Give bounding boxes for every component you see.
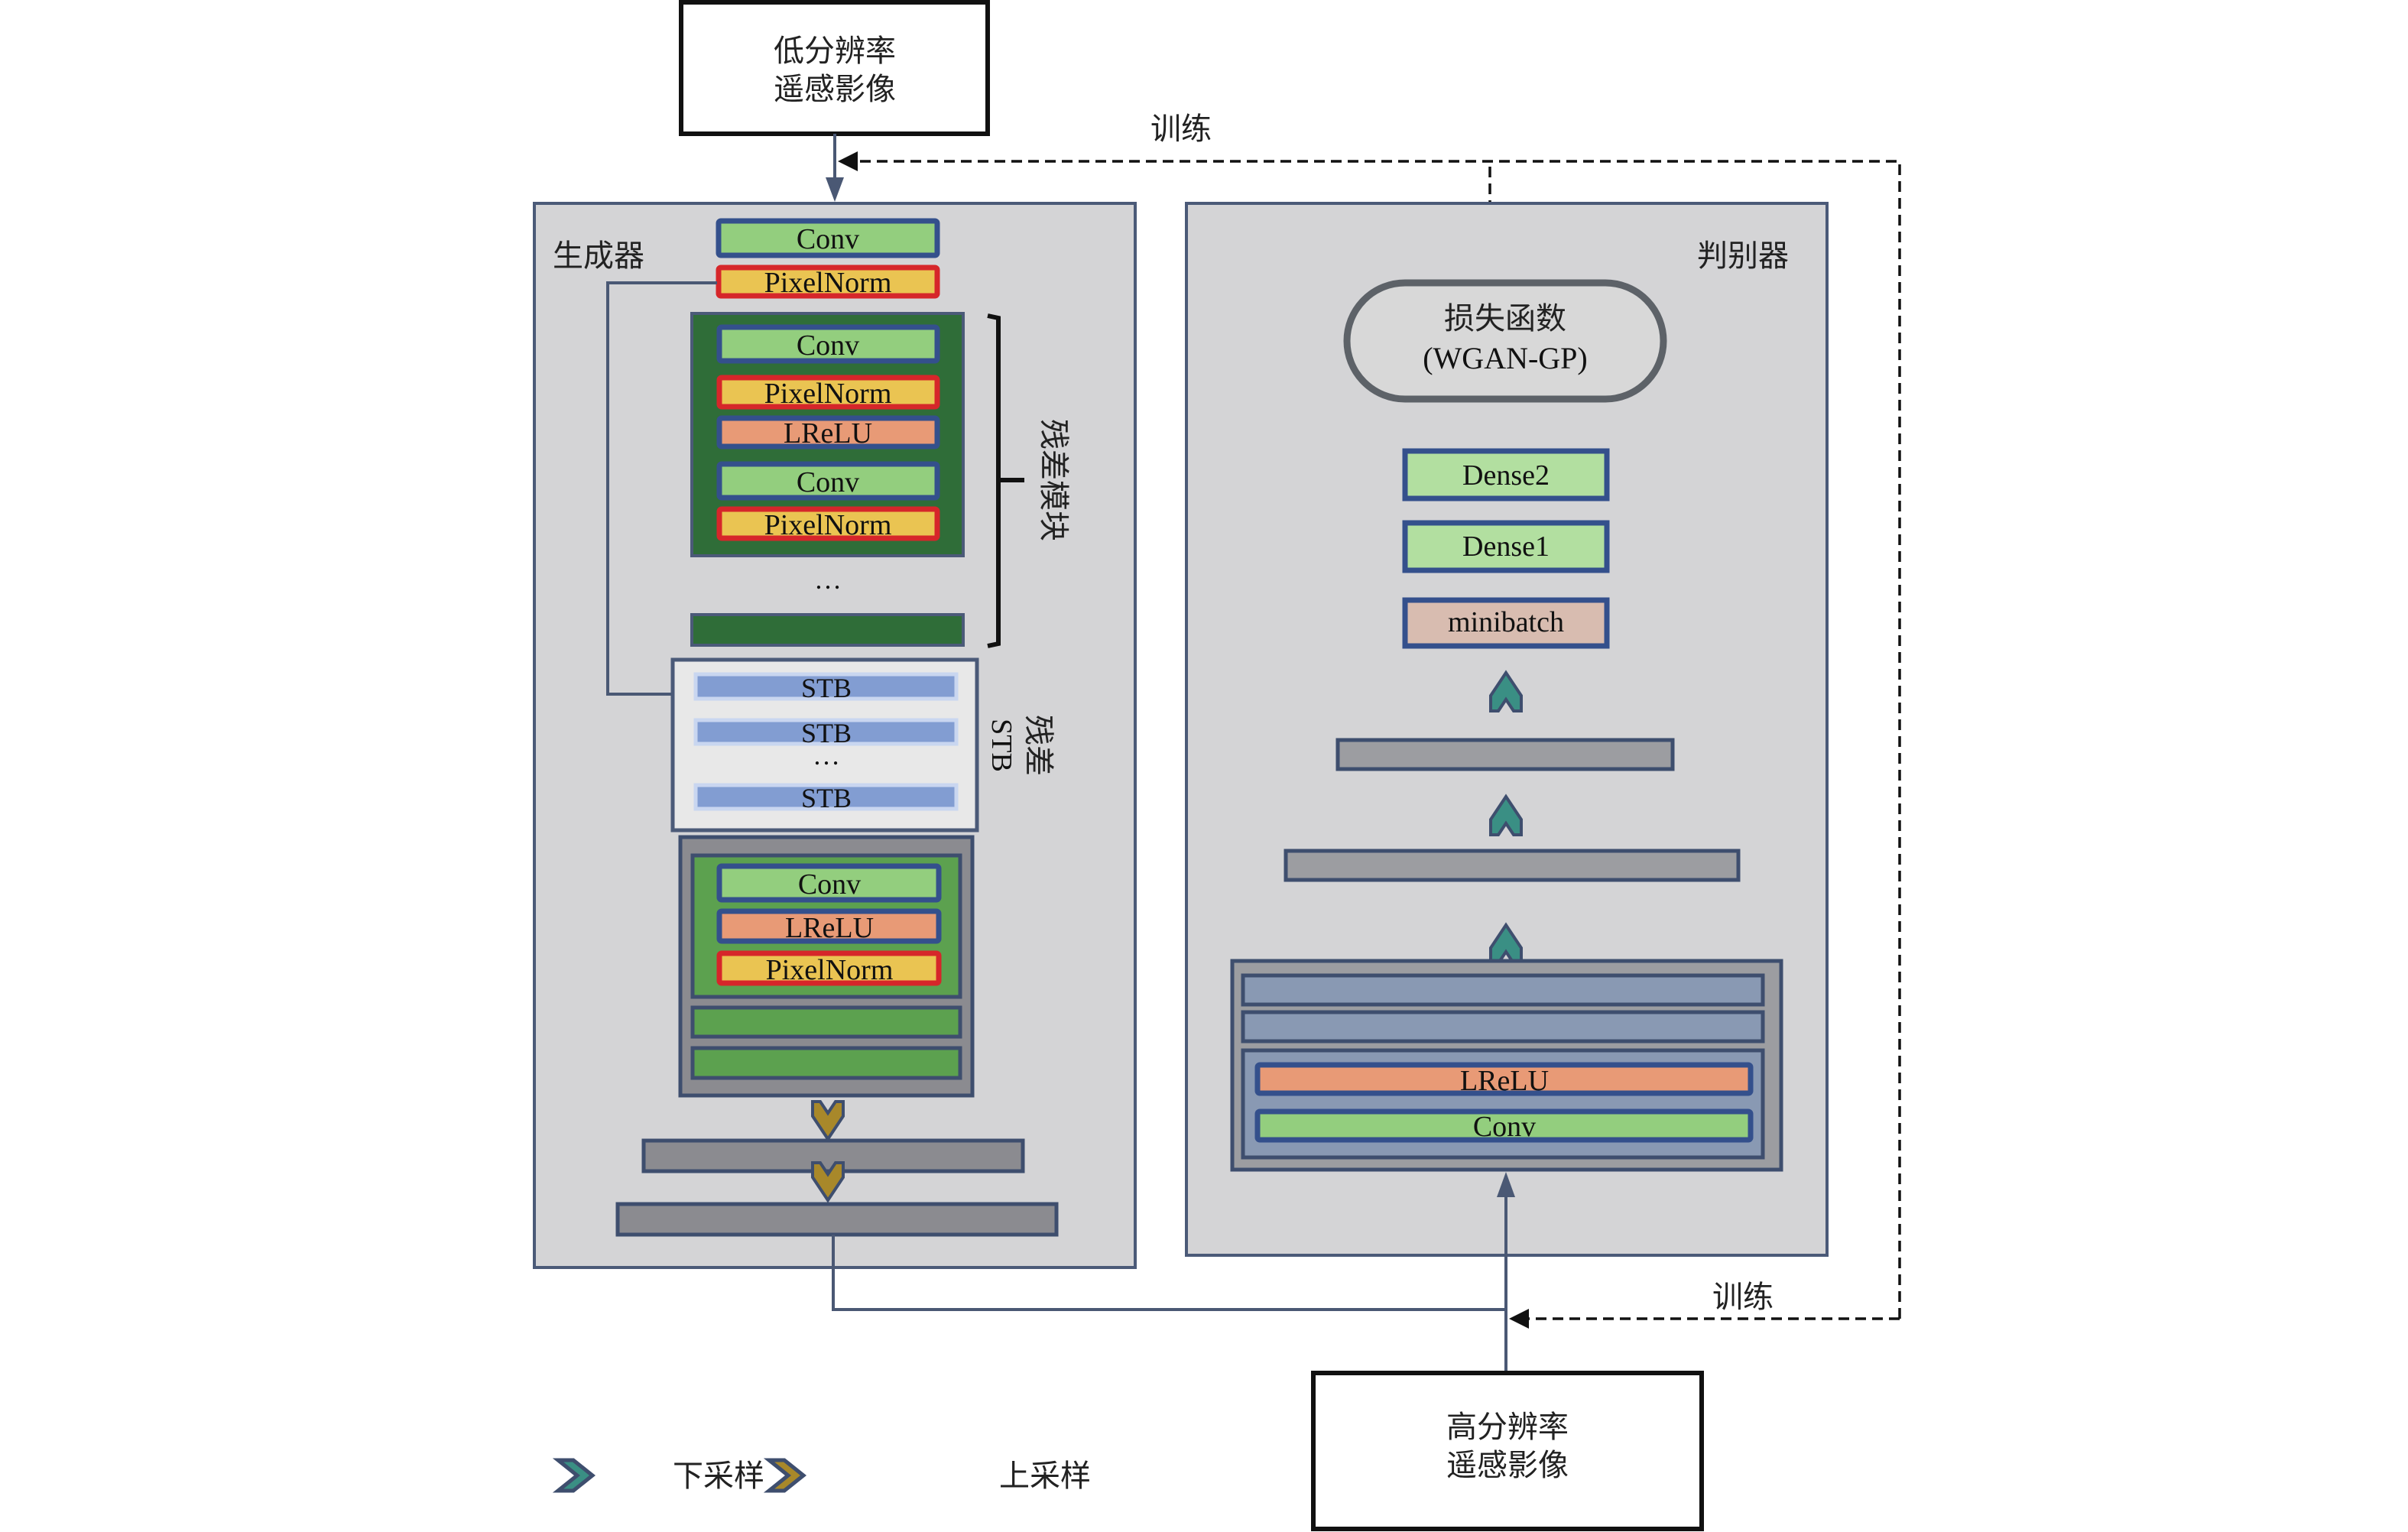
stb-block-3: STB [693,783,959,813]
layer-label: PixelNorm [766,954,894,986]
tail-conv-layer: Conv [716,863,942,903]
high-res-label-line2: 遥感影像 [1446,1448,1569,1483]
discriminator-lrelu-layer: LReLU [1254,1062,1754,1097]
upsample-chevron-icon [763,1458,807,1493]
high-res-label-line1: 高分辨率 [1446,1410,1569,1445]
generator-upsample-bar-2 [615,1202,1059,1237]
layer-label: STB [801,783,852,813]
arrow-down-icon [826,177,844,202]
layer-label: Conv [797,466,859,498]
generator-title: 生成器 [553,239,644,274]
loss-function-pill: 损失函数 (WGAN-GP) [1343,279,1667,403]
stb-block-2: STB [693,718,959,748]
layer-label: minibatch [1448,606,1564,638]
low-res-input-box: 低分辨率 遥感影像 [679,0,990,136]
residual-block-last [690,613,965,647]
discriminator-slate-bar-2 [1241,1010,1765,1044]
arrow-left-icon [1509,1309,1529,1329]
legend: 下采样 上采样 [552,1458,1091,1494]
layer-label: PixelNorm [764,378,892,410]
stb-label-residual: 残差 [1021,715,1056,776]
discriminator-input-block: LReLU Conv [1230,959,1783,1172]
generator-output-path [832,1235,1506,1311]
tail-pixelnorm-layer: PixelNorm [716,950,942,986]
downsample-chevron-icon [1489,670,1523,712]
layer-label: Conv [797,329,859,362]
discriminator-slate-bar-1 [1241,973,1765,1007]
training-label-top: 训练 [1150,112,1212,147]
generator-tail-block: Conv LReLU PixelNorm [678,835,975,1098]
layer-label: Dense2 [1462,459,1550,492]
residual-pixelnorm-layer-1: PixelNorm [716,375,940,410]
layer-label: LReLU [1460,1065,1549,1097]
legend-upsample-label: 上采样 [999,1459,1091,1494]
layer-label: STB [801,718,852,748]
input-arrow [826,134,844,202]
layer-label: Conv [798,868,861,901]
generator-conv-layer: Conv [716,218,940,258]
downsample-chevron-icon [552,1458,596,1493]
legend-downsample-label: 下采样 [673,1459,764,1494]
loss-label-line1: 损失函数 [1444,301,1566,336]
stb-ellipsis: … [813,740,840,771]
tail-lrelu-layer: LReLU [716,908,942,944]
low-res-label-line1: 低分辨率 [774,34,896,69]
stb-container: STB STB … STB STB 残差 [670,657,1056,833]
downsample-chevron-icon [1489,794,1523,836]
upsample-chevron-icon [811,1161,845,1203]
residual-conv-layer-2: Conv [716,461,940,501]
discriminator-panel: 判别器 损失函数 (WGAN-GP) Dense2 Dense1 minibat… [1185,202,1829,1257]
layer-label: PixelNorm [764,267,892,299]
discriminator-bar-2 [1284,849,1741,882]
dense1-layer: Dense1 [1402,520,1610,573]
stb-block-1: STB [693,672,959,703]
layer-label: Dense1 [1462,531,1550,563]
training-label-bottom: 训练 [1712,1280,1774,1315]
upsample-chevron-icon [811,1100,845,1142]
layer-label: Conv [797,223,859,255]
low-res-label-line2: 遥感影像 [774,72,896,107]
layer-label: LReLU [785,912,874,944]
residual-module-label: 残差模块 [1036,419,1071,541]
discriminator-bar-1 [1335,738,1675,771]
tail-green-bar-2 [690,1046,962,1080]
training-feedback-bottom: 训练 [1509,1280,1900,1329]
residual-bracket: 残差模块 [987,313,1071,648]
arrow-left-icon [838,151,858,171]
residual-pixelnorm-layer-2: PixelNorm [716,506,940,541]
layer-label: LReLU [784,417,872,450]
layer-label: STB [801,673,852,703]
high-res-input-box: 高分辨率 遥感影像 [1311,1371,1704,1531]
discriminator-conv-layer: Conv [1254,1108,1754,1143]
residual-conv-layer-1: Conv [716,324,940,364]
discriminator-title: 判别器 [1697,239,1789,274]
residual-lrelu-layer: LReLU [716,415,940,450]
generator-pixelnorm-layer: PixelNorm [716,265,940,299]
layer-label: Conv [1473,1111,1536,1143]
tail-green-bar-1 [690,1005,962,1039]
layer-label: PixelNorm [764,509,892,541]
residual-ellipsis: … [814,564,842,595]
stb-label-stb: STB [985,719,1017,772]
residual-block: Conv PixelNorm LReLU Conv PixelNorm [690,312,965,557]
loss-label-line2: (WGAN-GP) [1423,341,1588,375]
arrow-up-icon [1497,1172,1515,1197]
legend-downsample: 下采样 [552,1458,764,1494]
generator-panel: 生成器 Conv PixelNorm Conv PixelNorm [533,202,1137,1269]
dense2-layer: Dense2 [1402,448,1610,501]
legend-upsample: 上采样 [763,1458,1091,1494]
minibatch-layer: minibatch [1402,597,1610,649]
high-res-arrow [1497,1172,1515,1373]
